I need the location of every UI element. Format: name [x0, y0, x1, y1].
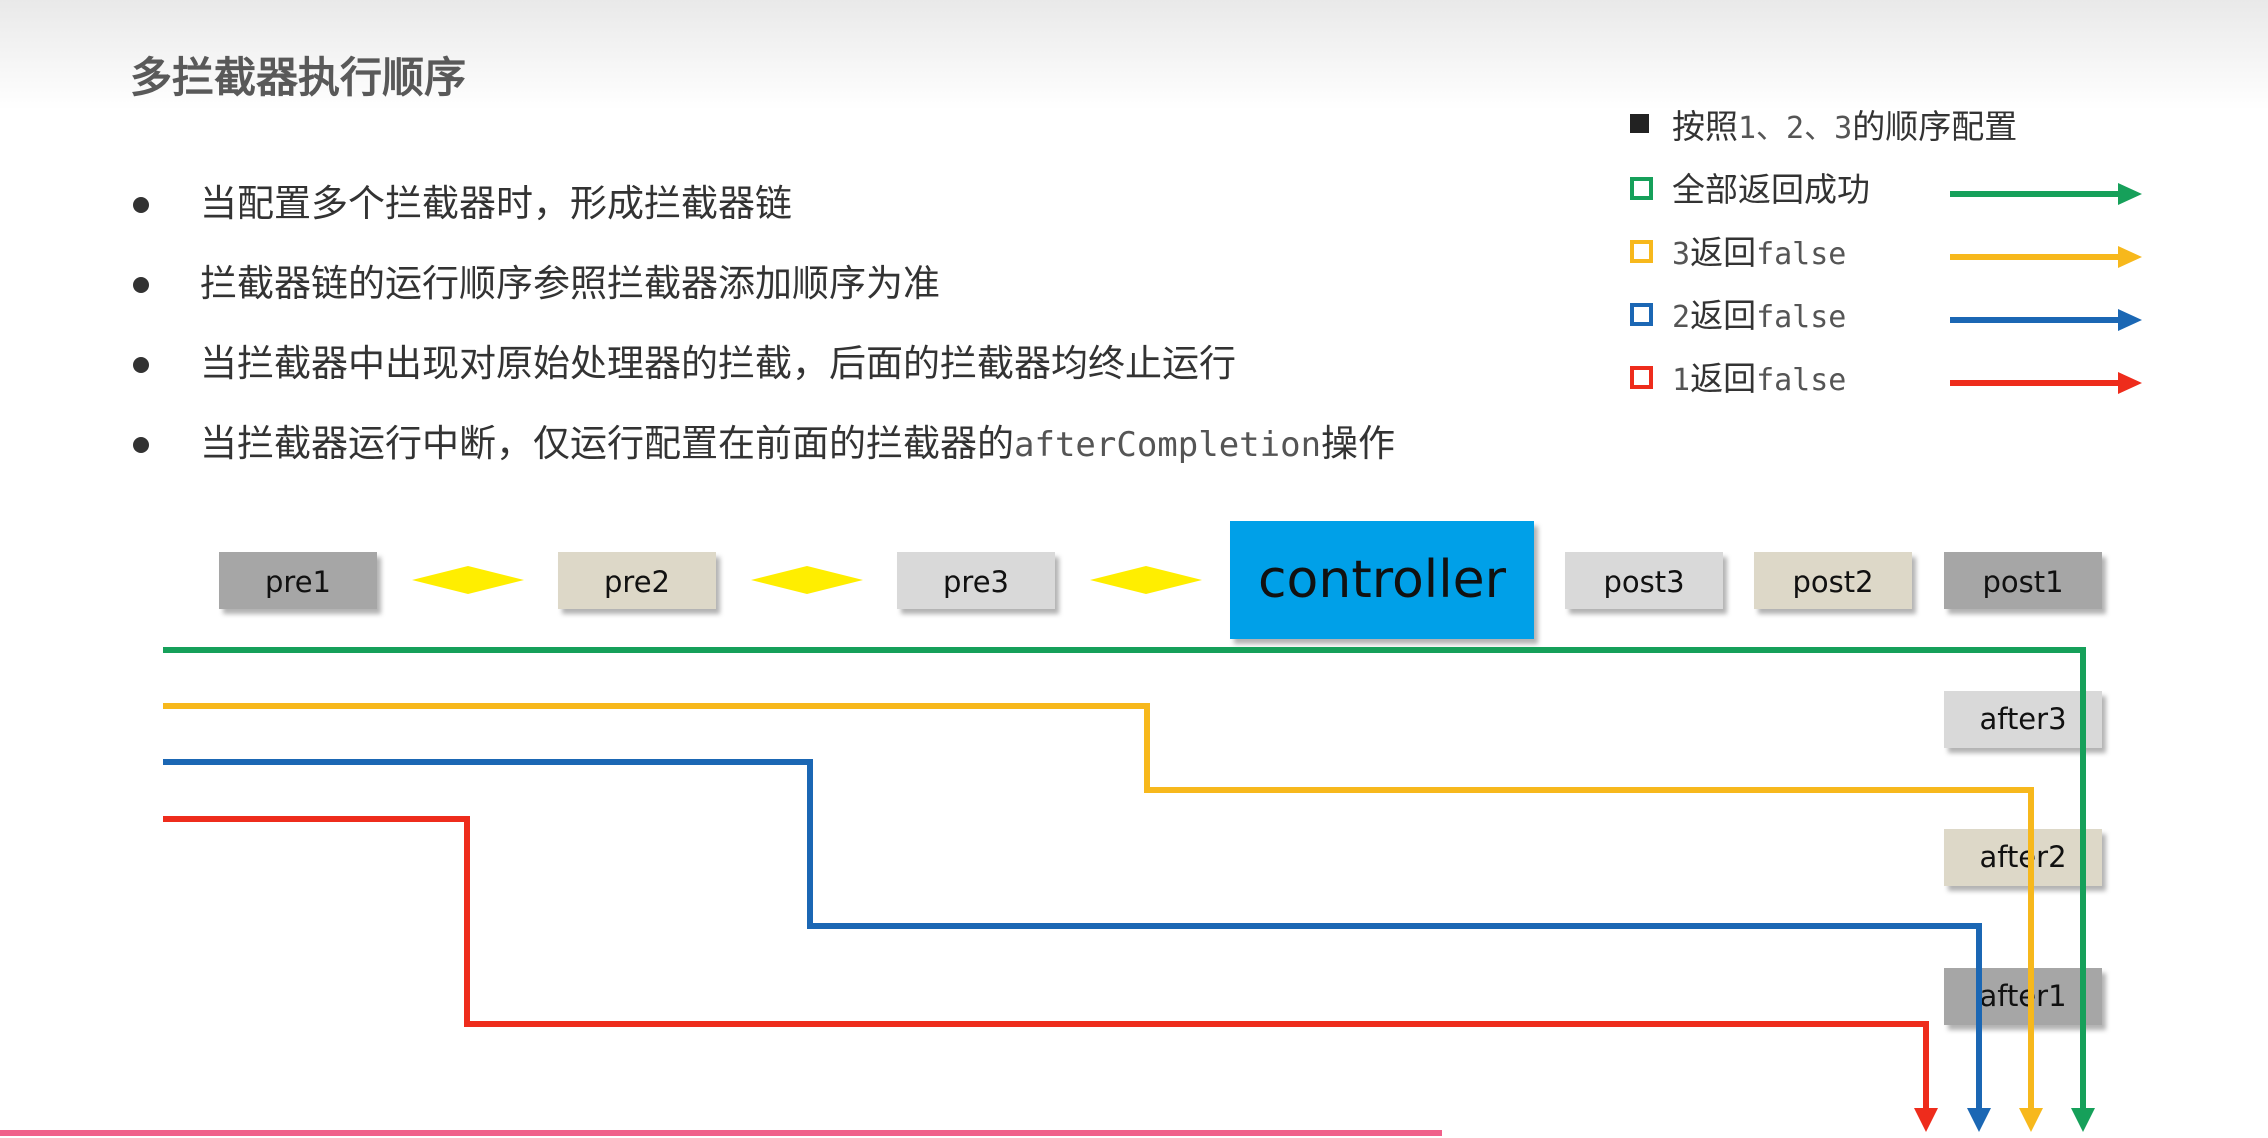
yellow-arrow-icon: [1950, 246, 2142, 268]
outline-square-icon: [1630, 240, 1653, 263]
green-arrow-icon: [1950, 183, 2142, 205]
box-controller-rect: [1230, 521, 1534, 639]
box-post2-rect: [1754, 552, 1912, 609]
red-arrow-icon: [1950, 372, 2142, 394]
diamond-connector-icon: [751, 566, 863, 594]
arrowhead-fail3-icon: [2019, 1108, 2043, 1132]
box-after3-label: after3: [1979, 702, 2066, 736]
bullet-item-1: 当配置多个拦截器时，形成拦截器链: [130, 176, 1395, 256]
bullet-dot-icon: [133, 357, 149, 373]
legend-code: 1: [1672, 363, 1691, 398]
box-post2: post2: [1754, 552, 1912, 609]
box-controller: controller: [1230, 521, 1534, 639]
path-fail2: [163, 759, 1982, 1112]
diamond-connector-icon: [1090, 566, 1202, 594]
legend-item-fail1: 1返回false: [1628, 350, 2148, 413]
legend-item-fail2: 2返回false: [1628, 287, 2148, 350]
box-after1: after1: [1944, 968, 2102, 1025]
bullet-text: 当拦截器中出现对原始处理器的拦截，后面的拦截器均终止运行: [200, 342, 1236, 385]
header-background: [0, 0, 2268, 110]
box-post1-rect: [1944, 552, 2102, 609]
box-after2-label: after2: [1979, 840, 2066, 874]
legend-suffix: 返回: [1690, 359, 1757, 398]
box-after2-rect: [1944, 829, 2102, 886]
arrowhead-success-icon: [2071, 1108, 2095, 1132]
box-pre3-rect: [897, 552, 1055, 609]
path-fail3: [163, 703, 2034, 1112]
legend-code2: false: [1756, 300, 1847, 335]
legend: 按照1、2、3的顺序配置 全部返回成功 3返回false 2返回false 1返…: [1628, 98, 2148, 413]
bullet-item-2: 拦截器链的运行顺序参照拦截器添加顺序为准: [130, 256, 1395, 336]
bottom-accent-bar: [0, 1130, 1442, 1136]
box-post1: post1: [1944, 552, 2102, 609]
legend-item-success: 全部返回成功: [1628, 161, 2148, 224]
box-pre2-rect: [558, 552, 716, 609]
legend-suffix: 全部返回成功: [1672, 170, 1870, 209]
legend-code2: false: [1756, 237, 1847, 272]
bullet-item-3: 当拦截器中出现对原始处理器的拦截，后面的拦截器均终止运行: [130, 336, 1395, 416]
bullet-text: 当拦截器运行中断，仅运行配置在前面的拦截器的: [200, 422, 1014, 465]
legend-item-order: 按照1、2、3的顺序配置: [1628, 98, 2148, 161]
legend-code2: false: [1756, 363, 1847, 398]
box-after1-rect: [1944, 968, 2102, 1025]
box-pre2-label: pre2: [604, 565, 670, 599]
legend-prefix: 按照: [1672, 107, 1738, 146]
bullet-dot-icon: [133, 197, 149, 213]
box-post3-label: post3: [1603, 565, 1684, 599]
bullet-dot-icon: [133, 437, 149, 453]
legend-code: 2: [1672, 300, 1691, 335]
legend-suffix: 的顺序配置: [1852, 107, 2018, 146]
box-after3: after3: [1944, 691, 2102, 748]
outline-square-icon: [1630, 177, 1653, 200]
box-after2: after2: [1944, 829, 2102, 886]
legend-code: 3: [1672, 237, 1691, 272]
legend-suffix: 返回: [1690, 233, 1757, 272]
arrowhead-fail2-icon: [1967, 1108, 1991, 1132]
bullet-dot-icon: [133, 277, 149, 293]
box-pre3: pre3: [897, 552, 1055, 609]
filled-square-icon: [1630, 114, 1649, 133]
diamond-connector-icon: [412, 566, 524, 594]
slide-title: 多拦截器执行顺序: [130, 53, 467, 102]
path-all-success: [163, 647, 2086, 1112]
box-post1-label: post1: [1982, 565, 2063, 599]
legend-suffix: 返回: [1690, 296, 1757, 335]
path-fail1: [163, 816, 1929, 1112]
bullet-code: afterCompletion: [1014, 425, 1322, 465]
bullet-item-4: 当拦截器运行中断，仅运行配置在前面的拦截器的afterCompletion操作: [130, 416, 1395, 496]
legend-code: 1、2、3: [1738, 111, 1853, 146]
box-controller-label: controller: [1258, 550, 1507, 610]
box-post2-label: post2: [1792, 565, 1873, 599]
box-post3: post3: [1565, 552, 1723, 609]
box-pre1: pre1: [219, 552, 377, 609]
blue-arrow-icon: [1950, 309, 2142, 331]
bullet-list: 当配置多个拦截器时，形成拦截器链 拦截器链的运行顺序参照拦截器添加顺序为准 当拦…: [130, 176, 1395, 496]
bullet-suffix: 操作: [1321, 422, 1396, 465]
box-post3-rect: [1565, 552, 1723, 609]
box-after1-label: after1: [1979, 979, 2066, 1013]
box-pre3-label: pre3: [943, 565, 1009, 599]
bullet-text: 拦截器链的运行顺序参照拦截器添加顺序为准: [200, 262, 940, 305]
box-pre2: pre2: [558, 552, 716, 609]
box-after3-rect: [1944, 691, 2102, 748]
box-pre1-rect: [219, 552, 377, 609]
box-pre1-label: pre1: [265, 565, 331, 599]
outline-square-icon: [1630, 303, 1653, 326]
outline-square-icon: [1630, 366, 1653, 389]
arrowhead-fail1-icon: [1914, 1108, 1938, 1132]
bullet-text: 当配置多个拦截器时，形成拦截器链: [200, 182, 792, 225]
legend-item-fail3: 3返回false: [1628, 224, 2148, 287]
